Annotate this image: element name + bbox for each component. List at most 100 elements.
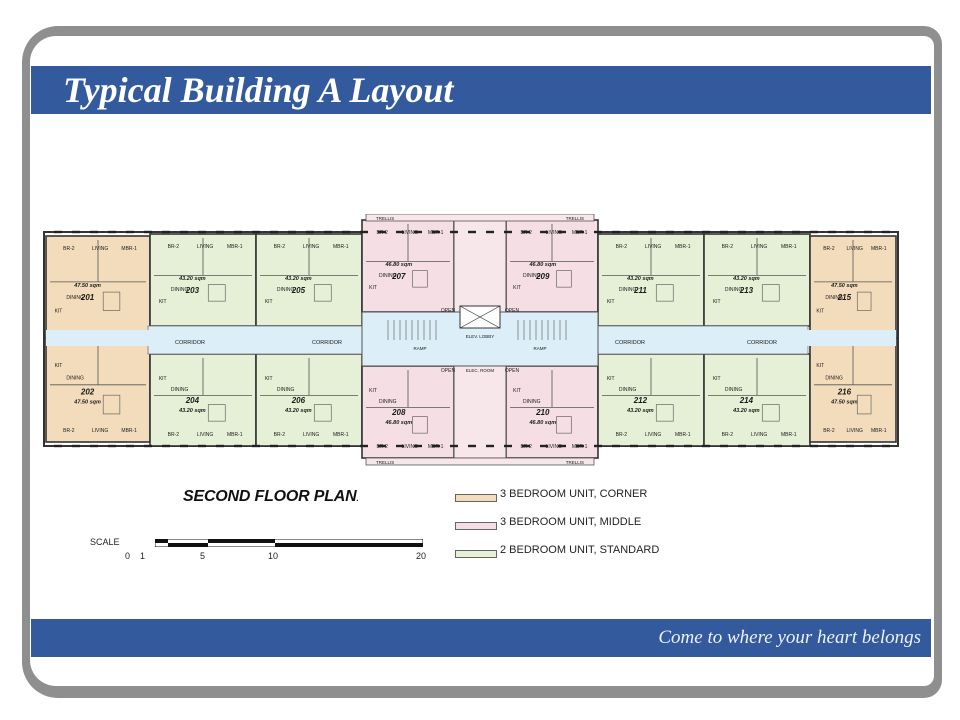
room-label: KIT <box>607 376 615 382</box>
unit-area: 43.20 sqm <box>626 276 654 282</box>
plan-title-text: SECOND FLOOR PLAN <box>183 488 357 505</box>
room-label: KIT <box>713 376 721 382</box>
room-label: MBR-1 <box>227 244 243 250</box>
unit-number: 201 <box>80 293 95 302</box>
room-label: LIVING <box>197 432 214 438</box>
bathroom <box>655 284 674 302</box>
room-label: BR-2 <box>168 244 180 250</box>
room-label: LIVING <box>402 230 419 236</box>
room-label: DINING <box>379 399 397 405</box>
bathroom <box>556 416 572 434</box>
bathroom <box>313 284 332 302</box>
unit-number: 209 <box>535 272 550 281</box>
bathroom <box>102 291 121 311</box>
corridor-label: CORRIDOR <box>747 340 777 346</box>
room-label: BR-2 <box>722 244 734 250</box>
corridor-west <box>147 325 363 355</box>
legend-swatch-standard <box>455 550 497 558</box>
room-label: BR-2 <box>616 432 628 438</box>
elevator-cross <box>459 305 501 329</box>
room-label: BR-2 <box>274 244 286 250</box>
room-label: MBR-1 <box>675 432 691 438</box>
room-label: KIT <box>369 285 377 291</box>
room-label: DINING <box>277 287 295 293</box>
room-label: BR-2 <box>63 246 75 252</box>
room-label: DINING <box>619 387 637 393</box>
room-label: DINING <box>171 287 189 293</box>
room-label: KIT <box>55 309 63 315</box>
unit-number: 205 <box>291 286 306 295</box>
elec-room-label: ELEC. ROOM <box>466 368 495 373</box>
unit-area: 43.20 sqm <box>732 276 760 282</box>
scale-tick-20: 20 <box>416 551 427 561</box>
room-label: DINING <box>66 376 84 382</box>
corridor-label: CORRIDOR <box>175 340 205 346</box>
room-label: KIT <box>55 363 63 369</box>
trellis-label: TRELLIS <box>376 460 394 465</box>
open-label: OPEN <box>441 368 456 374</box>
room-label: LIVING <box>546 444 563 450</box>
unit-number: 206 <box>291 396 306 405</box>
room-label: MBR-1 <box>675 244 691 250</box>
unit-number: 215 <box>837 293 852 302</box>
core-north <box>453 219 507 313</box>
room-label: BR-2 <box>823 428 835 434</box>
room-label: BR-2 <box>168 432 180 438</box>
room-label: DINING <box>725 287 743 293</box>
plan-title-suffix: . <box>356 494 359 503</box>
room-label: LIVING <box>751 244 768 250</box>
corridor-end-west <box>46 330 150 346</box>
unit-area: 47.50 sqm <box>830 283 858 289</box>
room-label: LIVING <box>92 246 109 252</box>
room-label: BR-2 <box>722 432 734 438</box>
room-label: KIT <box>816 309 824 315</box>
room-label: LIVING <box>645 432 662 438</box>
room-label: KIT <box>159 376 167 382</box>
unit-area: 47.50 sqm <box>830 400 858 406</box>
slide-title: Typical Building A Layout <box>63 70 454 110</box>
room-label: KIT <box>369 388 377 394</box>
room-label: DINING <box>66 295 84 301</box>
title-band: Typical Building A Layout <box>31 66 931 114</box>
bathroom <box>655 404 674 422</box>
room-label: DINING <box>523 399 541 405</box>
unit-area: 43.20 sqm <box>178 408 206 414</box>
lobby-label: ELEV. LOBBY <box>466 334 495 339</box>
unit-number: 203 <box>185 286 200 295</box>
room-label: MBR-1 <box>121 428 137 434</box>
room-label: MBR-1 <box>781 432 797 438</box>
corridor-label: CORRIDOR <box>312 340 342 346</box>
room-label: DINING <box>379 273 397 279</box>
unit-number: 216 <box>837 388 852 397</box>
tagline: Come to where your heart belongs <box>658 627 921 648</box>
open-label: OPEN <box>505 308 520 314</box>
room-label: KIT <box>513 388 521 394</box>
scale-tick-10: 10 <box>268 551 279 561</box>
unit-number: 213 <box>739 286 754 295</box>
room-label: BR-2 <box>616 244 628 250</box>
unit-number: 214 <box>739 396 754 405</box>
bathroom <box>761 404 780 422</box>
unit-area: 43.20 sqm <box>284 276 312 282</box>
bathroom <box>207 404 226 422</box>
room-label: LIVING <box>645 244 662 250</box>
legend-swatch-corner <box>455 494 497 502</box>
room-label: MBR-1 <box>333 244 349 250</box>
ramp-label: RAMP <box>413 346 426 351</box>
room-label: LIVING <box>303 244 320 250</box>
room-label: LIVING <box>303 432 320 438</box>
footer-band: Come to where your heart belongs <box>31 619 931 657</box>
room-label: KIT <box>513 285 521 291</box>
ramp-label: RAMP <box>533 346 546 351</box>
room-label: DINING <box>825 295 843 301</box>
room-label: LIVING <box>847 246 864 252</box>
trellis-south <box>365 457 595 466</box>
bathroom <box>102 394 121 415</box>
unit-area: 46.80 sqm <box>528 262 556 268</box>
room-label: DINING <box>825 376 843 382</box>
room-label: LIVING <box>197 244 214 250</box>
room-label: KIT <box>159 299 167 305</box>
room-label: MBR-1 <box>333 432 349 438</box>
unit-area: 43.20 sqm <box>626 408 654 414</box>
